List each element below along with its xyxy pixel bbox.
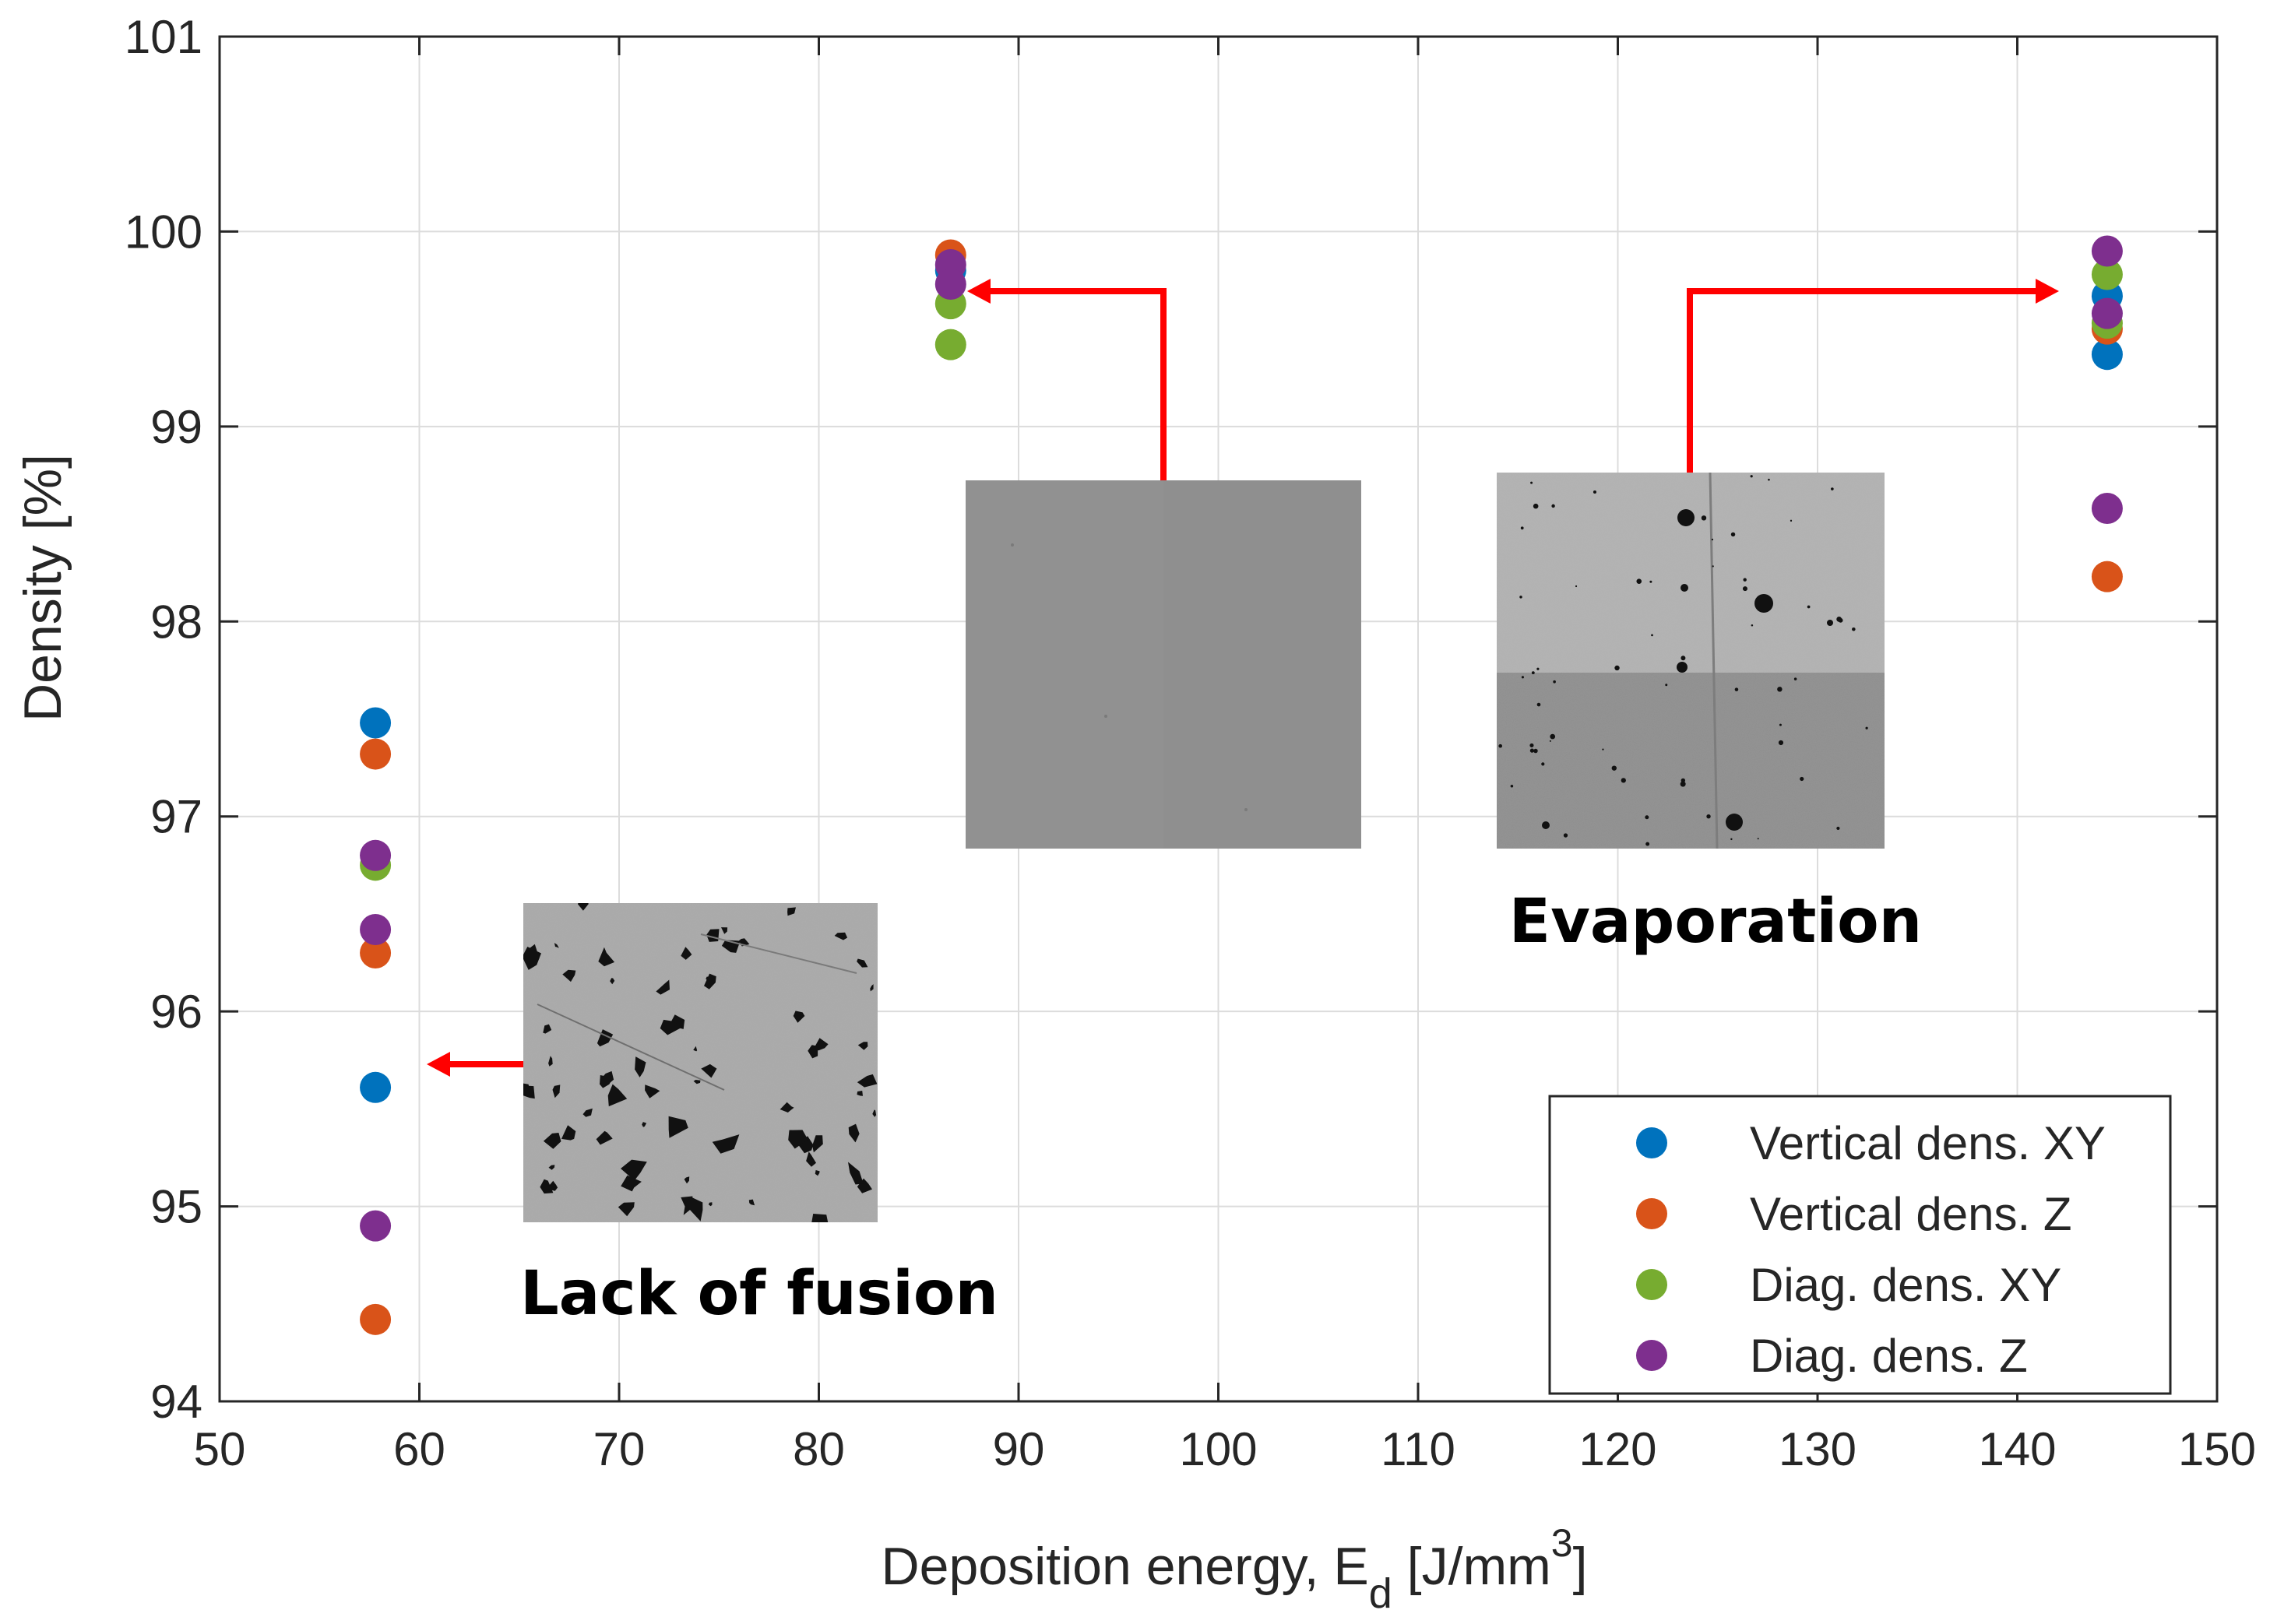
x-tick-label: 120	[1578, 1423, 1656, 1475]
data-point	[360, 707, 392, 739]
x-tick-label: 90	[993, 1423, 1045, 1475]
data-point	[360, 937, 392, 969]
data-point	[2091, 339, 2123, 371]
data-points	[360, 235, 2123, 1335]
arrow-to-optimal-points	[987, 288, 1167, 480]
y-tick-label: 98	[150, 596, 202, 648]
legend-label: Diag. dens. Z	[1750, 1330, 2028, 1382]
annotation-lack-of-fusion: Lack of fusion	[520, 1259, 998, 1329]
data-point	[360, 913, 392, 945]
data-point	[2091, 493, 2123, 525]
legend-marker	[1636, 1269, 1667, 1300]
x-tick-label: 50	[194, 1423, 246, 1475]
x-tick-label: 70	[593, 1423, 646, 1475]
arrow-to-high-energy-points	[1687, 288, 2037, 473]
series-3	[360, 235, 2123, 1242]
arrow-head	[967, 279, 991, 304]
x-axis-label: Deposition energy, Ed [J/mm3]	[882, 1521, 1588, 1617]
legend-marker	[1636, 1198, 1667, 1229]
optimal-micrograph	[966, 480, 1361, 849]
x-axis-label-superscript: 3	[1551, 1521, 1573, 1565]
data-point	[2091, 235, 2123, 267]
y-tick-label: 95	[150, 1181, 202, 1233]
lack-of-fusion-micrograph	[523, 903, 878, 1222]
x-axis-label-subscript: d	[1369, 1570, 1392, 1617]
annotation-arrows	[427, 279, 2059, 1077]
x-tick-label: 100	[1179, 1423, 1257, 1475]
annotation-evaporation: Evaporation	[1509, 887, 1922, 957]
data-point	[360, 738, 392, 770]
y-tick-labels: 94 95 96 97 98 99 100 101	[125, 11, 202, 1428]
x-tick-label: 150	[2178, 1423, 2256, 1475]
data-point	[360, 1210, 392, 1242]
legend-label: Diag. dens. XY	[1750, 1259, 2061, 1311]
x-tick-label: 80	[793, 1423, 845, 1475]
y-tick-label: 99	[150, 401, 202, 453]
legend-marker	[1636, 1127, 1667, 1158]
y-tick-label: 100	[125, 206, 202, 258]
legend-label: Vertical dens. Z	[1750, 1188, 2072, 1240]
data-point	[360, 1303, 392, 1335]
arrow-head	[427, 1052, 450, 1077]
legend-marker	[1636, 1340, 1667, 1371]
data-point	[2091, 561, 2123, 592]
data-point	[2091, 258, 2123, 290]
y-tick-label: 94	[150, 1376, 202, 1428]
y-axis-label: Density [%]	[13, 454, 72, 722]
arrow-head	[2036, 279, 2059, 304]
data-point	[934, 329, 966, 360]
legend-label: Vertical dens. XY	[1750, 1117, 2106, 1169]
data-point	[360, 839, 392, 871]
x-axis-label-unit: [J/mm	[1392, 1537, 1551, 1596]
legend: Vertical dens. XY Vertical dens. Z Diag. d…	[1548, 1095, 2172, 1395]
x-axis-label-close: ]	[1573, 1537, 1588, 1596]
evaporation-micrograph	[1497, 472, 1885, 849]
y-tick-label: 97	[150, 791, 202, 843]
x-axis-label-main: Deposition energy, E	[882, 1537, 1369, 1596]
x-tick-label: 60	[393, 1423, 445, 1475]
x-tick-label: 110	[1381, 1423, 1455, 1475]
y-tick-label: 96	[150, 986, 202, 1038]
x-tick-labels: 50 60 70 80 90 100 110 120 130 140 150	[194, 1423, 2256, 1475]
x-tick-label: 130	[1779, 1423, 1856, 1475]
y-tick-label: 101	[125, 11, 202, 63]
data-point	[360, 1071, 392, 1103]
data-point	[2091, 297, 2123, 329]
x-tick-label: 140	[1978, 1423, 2056, 1475]
data-point	[934, 269, 966, 301]
inset-images	[523, 472, 1885, 1222]
